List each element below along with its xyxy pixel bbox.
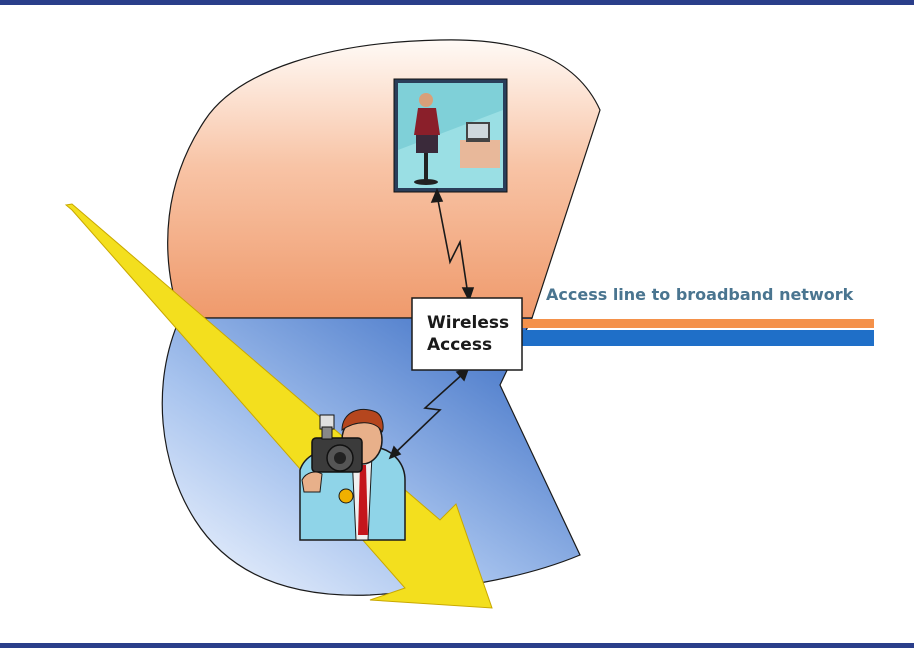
bottom-frame-bar (0, 643, 914, 648)
office-worker-picture (393, 78, 508, 193)
top-frame-bar (0, 0, 914, 5)
wireless-access-box (411, 297, 523, 371)
access-line-blue (522, 330, 874, 346)
access-line-orange (522, 319, 874, 328)
upper-coverage-area (167, 39, 601, 319)
access-line-label: Access line to broadband network (546, 285, 854, 304)
wireless-link-upper (430, 187, 475, 303)
camera-operator-picture (299, 408, 406, 541)
